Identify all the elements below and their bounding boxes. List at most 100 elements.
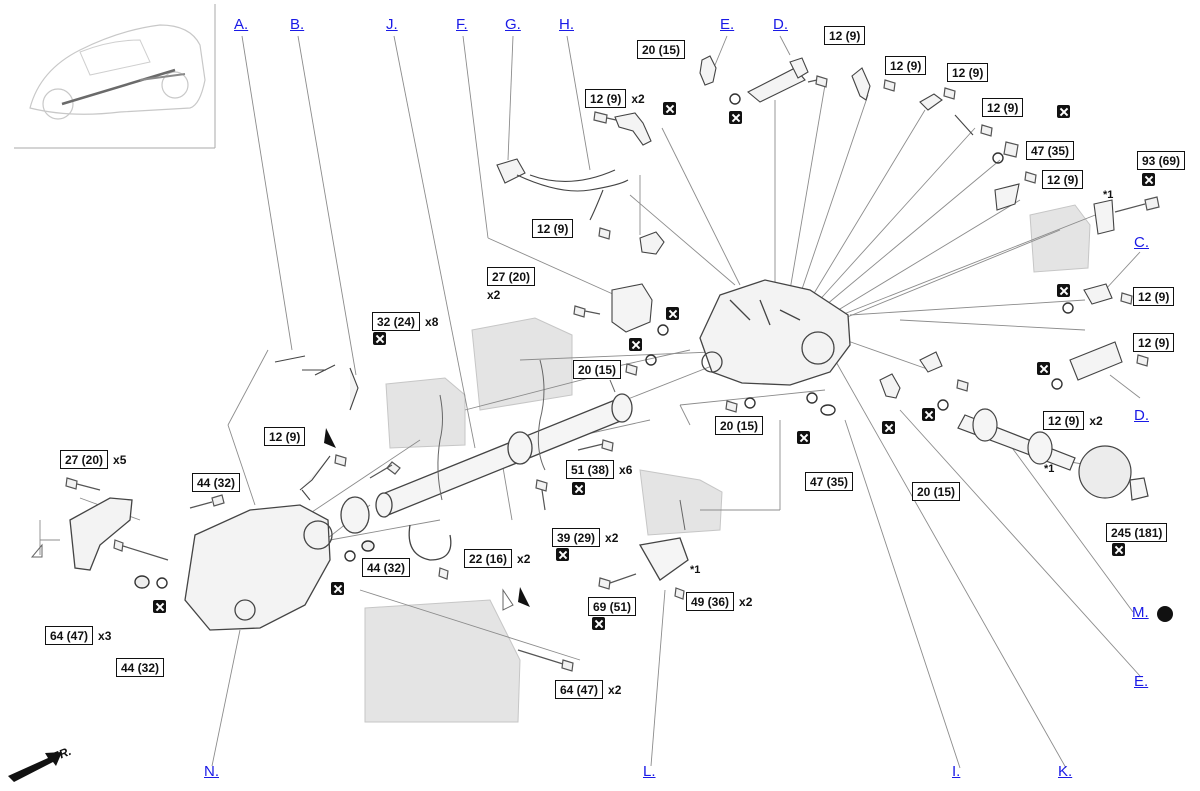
replace-part-x-icon	[629, 338, 642, 351]
torque-value: 20 (15)	[573, 360, 622, 379]
link-f[interactable]: F.	[456, 16, 468, 33]
torque-value: 64 (47)	[555, 680, 604, 699]
link-j[interactable]: J.	[386, 16, 398, 33]
torque-value: 20 (15)	[637, 40, 686, 59]
drive-axle	[957, 408, 1149, 501]
torque-49-36-x2: 49 (36) x2	[686, 592, 752, 611]
sensors-brackets	[274, 55, 1123, 501]
torque-value: 12 (9)	[585, 89, 627, 108]
torque-value: 44 (32)	[362, 558, 411, 577]
torque-20-15-left: 20 (15)	[573, 360, 622, 379]
torque-value: 12 (9)	[264, 427, 306, 446]
star1-label-mount: *1	[690, 564, 701, 576]
replace-part-x-icon	[556, 548, 569, 561]
torque-51-38-x6: 51 (38) x6	[566, 460, 632, 479]
torque-245-181: 245 (181)	[1106, 523, 1168, 542]
replace-part-x-icon	[1057, 284, 1070, 297]
torque-93-69: 93 (69)	[1137, 151, 1186, 170]
torque-12-9-b1: 12 (9)	[885, 56, 927, 75]
leader-lines	[39, 35, 1141, 769]
torque-qty: x2	[1089, 413, 1103, 428]
replace-part-x-icon	[797, 431, 810, 444]
replace-part-x-icon	[666, 307, 679, 320]
differential-housing	[699, 279, 851, 386]
link-i[interactable]: I.	[952, 763, 961, 780]
replace-part-x-icon	[1057, 105, 1070, 118]
bolts	[65, 75, 1160, 672]
link-g[interactable]: G.	[505, 16, 521, 33]
transfer-housing	[69, 497, 333, 631]
mounting-blocks	[364, 204, 1091, 723]
torque-value: 12 (9)	[1133, 287, 1175, 306]
replace-part-x-icon	[729, 111, 742, 124]
torque-value: 47 (35)	[805, 472, 854, 491]
support-line-arrows	[30, 428, 530, 611]
torque-20-15-drain: 20 (15)	[715, 416, 764, 435]
torque-value: 39 (29)	[552, 528, 601, 547]
torque-12-9-b4: 12 (9)	[1042, 170, 1084, 189]
torque-value: 12 (9)	[947, 63, 989, 82]
torque-value: 245 (181)	[1106, 523, 1168, 542]
link-d-right[interactable]: D.	[1134, 407, 1149, 424]
star1-label-axle: *1	[1044, 463, 1055, 475]
link-m[interactable]: M.	[1132, 604, 1149, 621]
propeller-shaft	[340, 393, 689, 581]
torque-value: 27 (20)	[487, 267, 536, 286]
black-dot-icon	[1157, 606, 1173, 622]
torque-22-16-x2: 22 (16) x2	[464, 549, 530, 568]
torque-64-47-x3: 64 (47) x3	[45, 626, 111, 645]
link-l[interactable]: L.	[643, 763, 656, 780]
link-e-right[interactable]: E.	[1134, 673, 1149, 690]
torque-value: 93 (69)	[1137, 151, 1186, 170]
link-e-top[interactable]: E.	[720, 16, 735, 33]
torque-39-29-x2: 39 (29) x2	[552, 528, 618, 547]
torque-value: 44 (32)	[192, 473, 241, 492]
torque-qty: x2	[631, 91, 645, 106]
replace-part-x-icon	[882, 421, 895, 434]
torque-value: 20 (15)	[912, 482, 961, 501]
link-h[interactable]: H.	[559, 16, 574, 33]
torque-12-9-c: 12 (9)	[1133, 287, 1175, 306]
replace-part-x-icon	[663, 102, 676, 115]
torque-value: 32 (24)	[372, 312, 421, 331]
torque-value: 12 (9)	[1133, 333, 1175, 352]
wire-clips	[437, 359, 686, 531]
replace-part-x-icon	[592, 617, 605, 630]
torque-qty: x2	[517, 551, 531, 566]
torque-12-9-x2-mid: 12 (9) x2	[1043, 411, 1103, 430]
replace-part-x-icon	[1112, 543, 1125, 556]
torque-20-15-e: 20 (15)	[912, 482, 961, 501]
torque-64-47-x2: 64 (47) x2	[555, 680, 621, 699]
torque-12-9-d: 12 (9)	[824, 26, 866, 45]
torque-value: 12 (9)	[982, 98, 1024, 117]
torque-47-35-mid: 47 (35)	[805, 472, 854, 491]
replace-part-x-icon	[922, 408, 935, 421]
replace-part-x-icon	[153, 600, 166, 613]
torque-69-51: 69 (51)	[588, 597, 637, 616]
link-c[interactable]: C.	[1134, 234, 1149, 251]
replace-part-x-icon	[331, 582, 344, 595]
torque-12-9-b3: 12 (9)	[982, 98, 1024, 117]
torque-value: 12 (9)	[885, 56, 927, 75]
torque-qty: x8	[425, 314, 439, 329]
link-n[interactable]: N.	[204, 763, 219, 780]
torque-qty: x2	[739, 594, 753, 609]
torque-12-9-harness: 12 (9)	[532, 219, 574, 238]
front-direction-arrow	[8, 752, 62, 782]
torque-20-15-sensor: 20 (15)	[637, 40, 686, 59]
torque-value: 44 (32)	[116, 658, 165, 677]
vehicle-locator-inset	[14, 4, 216, 149]
torque-44-32-b: 44 (32)	[362, 558, 411, 577]
torque-value: 22 (16)	[464, 549, 513, 568]
torque-27-20-x2: 27 (20) x2	[487, 267, 536, 302]
washers-o-rings	[134, 93, 1074, 589]
torque-12-9-x2-bracket: 12 (9) x2	[585, 89, 645, 108]
link-a[interactable]: A.	[234, 16, 249, 33]
link-k[interactable]: K.	[1058, 763, 1073, 780]
link-d-top[interactable]: D.	[773, 16, 788, 33]
torque-32-24-x8: 32 (24) x8	[372, 312, 438, 331]
link-b[interactable]: B.	[290, 16, 305, 33]
torque-qty: x3	[98, 628, 112, 643]
torque-qty: x2	[605, 530, 619, 545]
